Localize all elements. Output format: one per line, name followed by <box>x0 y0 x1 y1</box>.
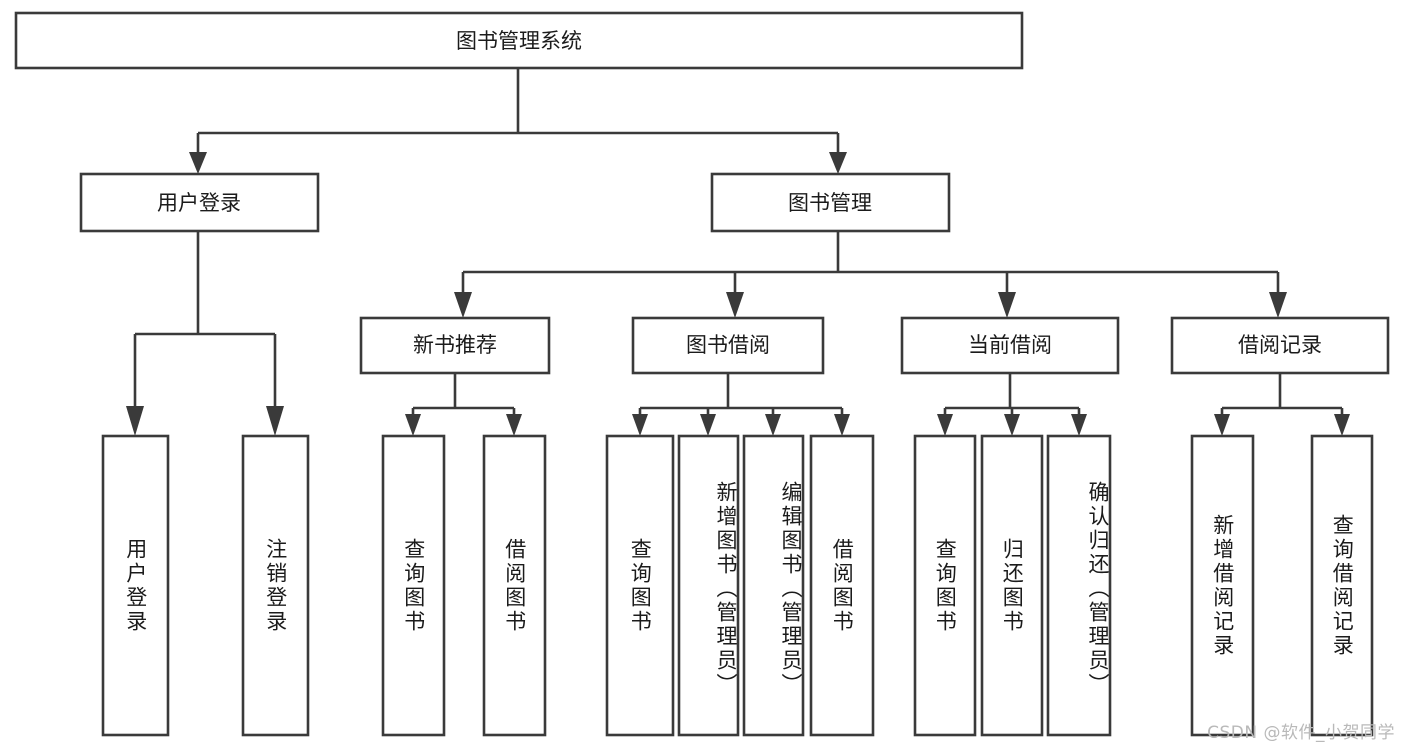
node-new-book-recommend-label: 新书推荐 <box>413 333 497 357</box>
node-book-borrow[interactable] <box>631 316 825 375</box>
node-leaf-add-record[interactable] <box>1190 434 1255 737</box>
arrow-book-borrow <box>726 292 744 318</box>
node-leaf-query-book-2[interactable] <box>605 434 675 737</box>
node-leaf-confirm-return[interactable] <box>1046 434 1112 737</box>
arrow-leaf-confirm-return <box>1071 414 1087 436</box>
arrow-leaf-borrow-book-2 <box>834 414 850 436</box>
arrow-borrow-record <box>1269 292 1287 318</box>
arrow-leaf-logout <box>266 406 284 436</box>
node-user-login-label: 用户登录 <box>157 191 241 215</box>
node-leaf-return-book[interactable] <box>980 434 1044 737</box>
node-leaf-query-record[interactable] <box>1310 434 1374 737</box>
node-borrow-record-label: 借阅记录 <box>1238 333 1322 357</box>
node-leaf-edit-book[interactable] <box>742 434 805 737</box>
arrow-current-borrow <box>998 292 1016 318</box>
node-user-login[interactable] <box>79 172 320 233</box>
node-new-book-recommend[interactable] <box>359 316 551 375</box>
node-borrow-record[interactable] <box>1170 316 1390 375</box>
node-leaf-borrow-book-2[interactable] <box>809 434 875 737</box>
node-book-borrow-label: 图书借阅 <box>686 333 770 357</box>
node-layer: 图书管理系统 用户登录 图书管理 新书推荐 图书借阅 当前借阅 借阅记录 <box>14 11 1390 737</box>
arrow-book-management <box>829 152 847 174</box>
node-current-borrow-label: 当前借阅 <box>968 333 1052 357</box>
node-root[interactable] <box>14 11 1024 70</box>
node-leaf-add-book[interactable] <box>677 434 740 737</box>
node-current-borrow[interactable] <box>900 316 1120 375</box>
node-book-management-label: 图书管理 <box>788 191 872 215</box>
arrow-leaf-return-book <box>1004 414 1020 436</box>
node-leaf-query-book-1[interactable] <box>381 434 446 737</box>
node-leaf-borrow-book-1[interactable] <box>482 434 547 737</box>
arrow-leaf-add-record <box>1214 414 1230 436</box>
arrow-leaf-add-book <box>700 414 716 436</box>
arrow-leaf-query-book-3 <box>937 414 953 436</box>
node-leaf-user-login[interactable] <box>101 434 170 737</box>
node-leaf-logout[interactable] <box>241 434 310 737</box>
connector-layer <box>126 68 1350 436</box>
arrow-leaf-edit-book <box>765 414 781 436</box>
arrow-user-login <box>189 152 207 174</box>
arrow-new-book-recommend <box>454 292 472 318</box>
arrow-leaf-query-book-1 <box>405 414 421 436</box>
arrow-leaf-query-record <box>1334 414 1350 436</box>
node-root-label: 图书管理系统 <box>456 29 582 53</box>
node-leaf-query-book-3[interactable] <box>913 434 977 737</box>
arrow-leaf-user-login <box>126 406 144 436</box>
watermark-text: CSDN @软件_小贺同学 <box>1207 723 1395 743</box>
arrow-leaf-borrow-book-1 <box>506 414 522 436</box>
arrow-leaf-query-book-2 <box>632 414 648 436</box>
node-book-management[interactable] <box>710 172 951 233</box>
